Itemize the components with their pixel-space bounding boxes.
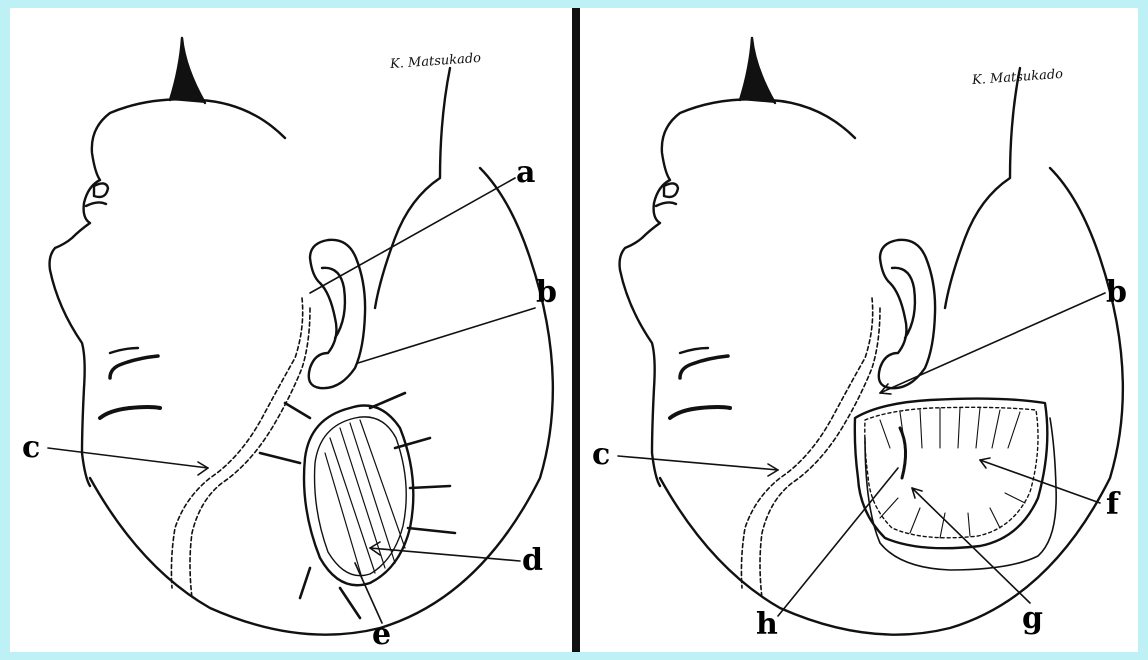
nostril [94,183,108,197]
pointer-g [912,488,1030,603]
face-profile [50,99,285,486]
neck-contour [375,68,450,308]
face-profile [620,99,855,486]
left-panel: K. Matsukado a b c d e [10,8,572,652]
nostril [664,183,678,197]
ear [879,240,935,388]
label-h: h [756,610,778,640]
pointer-a [310,178,515,293]
panel-divider [572,8,580,652]
label-b: b [536,278,557,308]
right-illustration [580,8,1138,652]
label-b: b [1106,278,1127,308]
ear [309,240,365,388]
mouth [110,356,158,378]
pointer-e [355,563,382,623]
pointer-f [980,460,1100,503]
label-c: c [22,433,40,463]
hair-tuft [170,38,205,103]
pointer-c [48,448,208,468]
surgical-field-outline [90,168,553,635]
left-illustration [10,8,572,652]
label-c: c [592,440,610,470]
pointer-c [618,456,778,470]
label-f: f [1106,490,1119,520]
right-panel: K. Matsukado b c f g h [580,8,1138,652]
surgical-field-outline [660,168,1123,635]
mouth [680,356,728,378]
hair-tuft [740,38,775,103]
label-d: d [522,546,543,576]
pointer-b [358,308,535,363]
label-e: e [372,620,391,650]
label-a: a [516,158,535,188]
neck-contour [945,68,1020,308]
label-g: g [1022,604,1043,634]
incision-site [304,406,413,586]
